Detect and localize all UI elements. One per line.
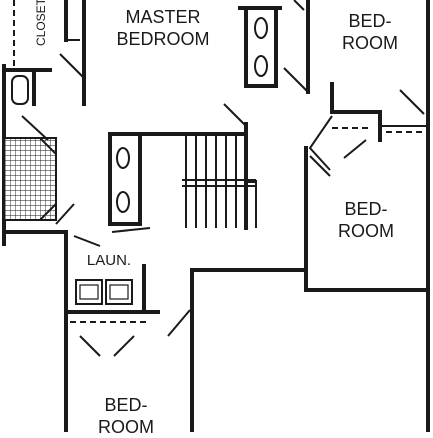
stair-and-hall — [64, 103, 257, 432]
master-bedroom-walls — [59, 0, 86, 106]
laundry-area — [64, 264, 191, 357]
bedroom-bottom-line2: ROOM — [98, 417, 154, 437]
bedroom-mid-right-walls — [304, 110, 430, 292]
bottom-bedroom-walls — [190, 268, 304, 432]
laundry-label: LAUN. — [86, 252, 132, 269]
master-bedroom-line1: MASTER — [125, 7, 201, 27]
closet-label: CLOSET — [34, 0, 48, 46]
bedroom-mid-right-line2: ROOM — [338, 221, 394, 241]
bedroom-mid-right-label: BED- ROOM — [326, 198, 406, 242]
bedroom-bottom-label: BED- ROOM — [86, 394, 166, 438]
bedroom-top-right-walls — [283, 0, 430, 432]
closet — [2, 0, 80, 72]
bedroom-top-right-label: BED- ROOM — [330, 10, 410, 54]
bedroom-mid-right-line1: BED- — [344, 199, 388, 219]
bathroom-left — [2, 64, 75, 246]
bedroom-top-right-line2: ROOM — [342, 33, 398, 53]
master-bath-vanity — [238, 0, 305, 88]
master-bedroom-label: MASTER BEDROOM — [110, 6, 216, 50]
master-bedroom-line2: BEDROOM — [116, 29, 210, 49]
bedroom-bottom-line1: BED- — [104, 395, 148, 415]
bedroom-top-right-line1: BED- — [348, 11, 392, 31]
